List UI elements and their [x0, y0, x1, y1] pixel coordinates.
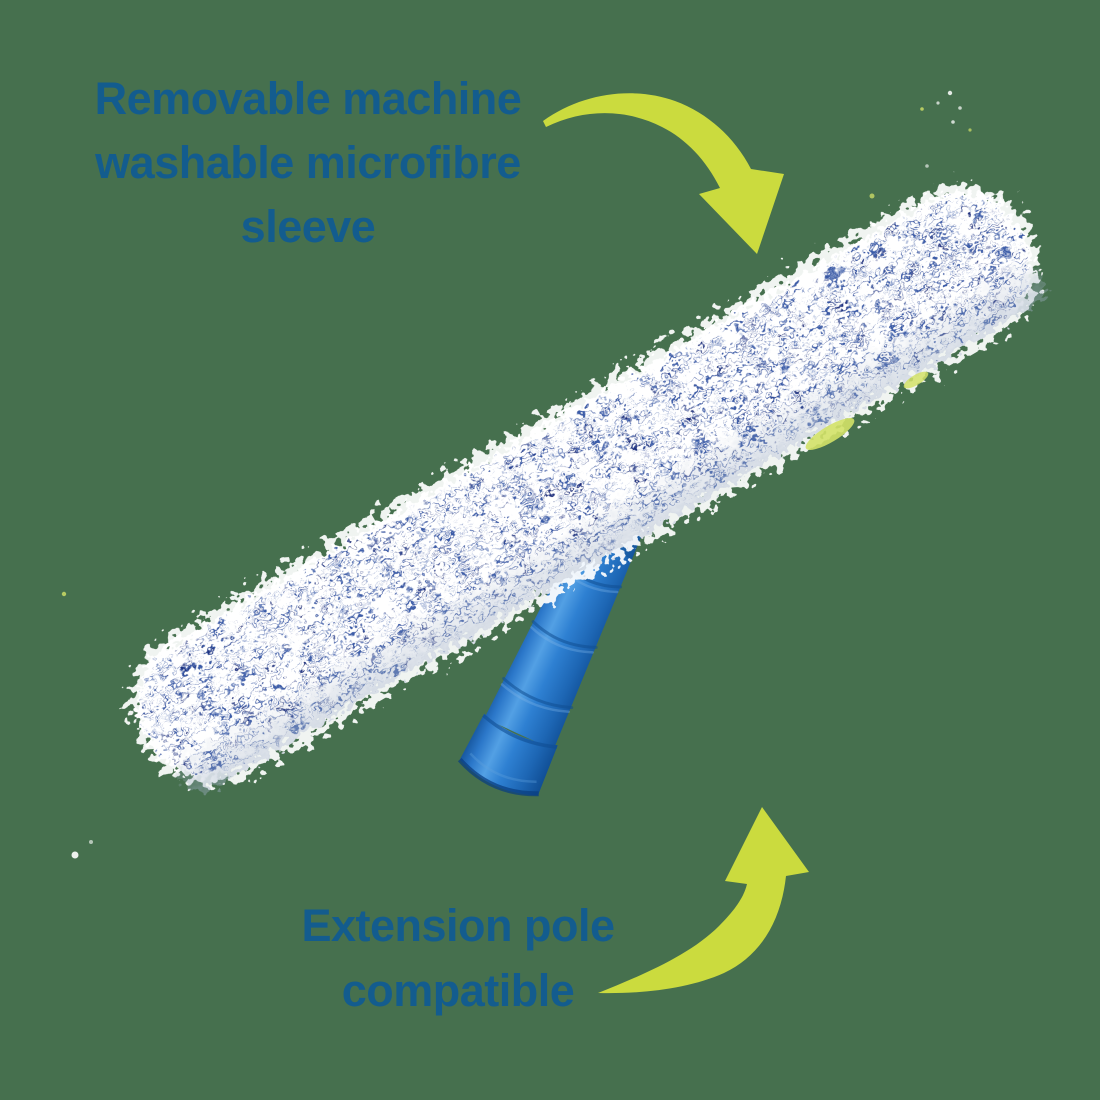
annotation-line: Extension pole	[301, 900, 615, 951]
pole-callout-arrow-icon	[598, 807, 809, 994]
lint-flecks	[61, 90, 972, 859]
handle-cone-seam	[482, 714, 558, 749]
handle-cap-highlight	[469, 752, 537, 783]
pole-annotation: Extension pole compatible	[178, 893, 738, 1023]
annotation-line: Removable machine	[94, 73, 522, 124]
sleeve-fibre-specks-dark	[142, 197, 1028, 773]
sleeve-callout-arrow-icon	[543, 93, 784, 254]
handle-end-rim	[457, 757, 539, 797]
annotation-line: compatible	[341, 965, 575, 1016]
sleeve-annotation: Removable machine washable microfibre sl…	[28, 67, 588, 259]
handle-end-cone	[459, 713, 558, 796]
sleeve-bottom-shading	[175, 262, 1045, 792]
microfibre-sleeve	[131, 185, 1045, 792]
annotation-line: sleeve	[240, 201, 376, 252]
tbar-trim-peek	[805, 193, 929, 450]
annotation-line: washable microfibre	[95, 137, 521, 188]
